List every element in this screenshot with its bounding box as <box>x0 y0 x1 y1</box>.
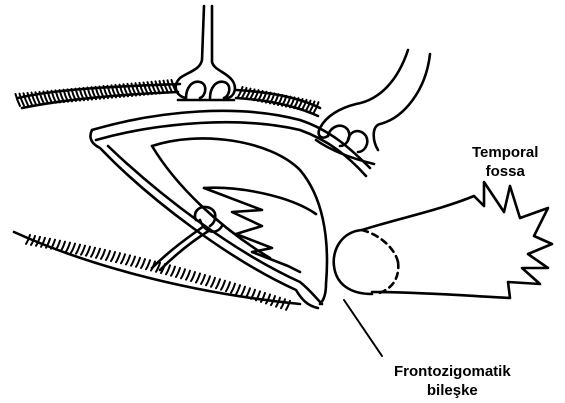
label-frontozygomatic-junction: Frontozigomatik bileşke <box>394 362 511 400</box>
hair-fringe-upper <box>16 80 321 116</box>
condyle-bone <box>334 230 399 294</box>
label-temporal-fossa: Temporal fossa <box>472 143 538 181</box>
label-fzj-line2: bileşke <box>394 381 511 400</box>
orbital-rim-outline <box>152 138 327 304</box>
label-temporal-line2: fossa <box>472 162 538 181</box>
label-fzj-line1: Frontozigomatik <box>394 362 511 381</box>
upper-retractor-left <box>176 6 235 100</box>
label-temporal-line1: Temporal <box>472 143 538 162</box>
temporalis-muscle <box>362 182 552 298</box>
leader-line-frontozygomatic <box>344 300 382 356</box>
